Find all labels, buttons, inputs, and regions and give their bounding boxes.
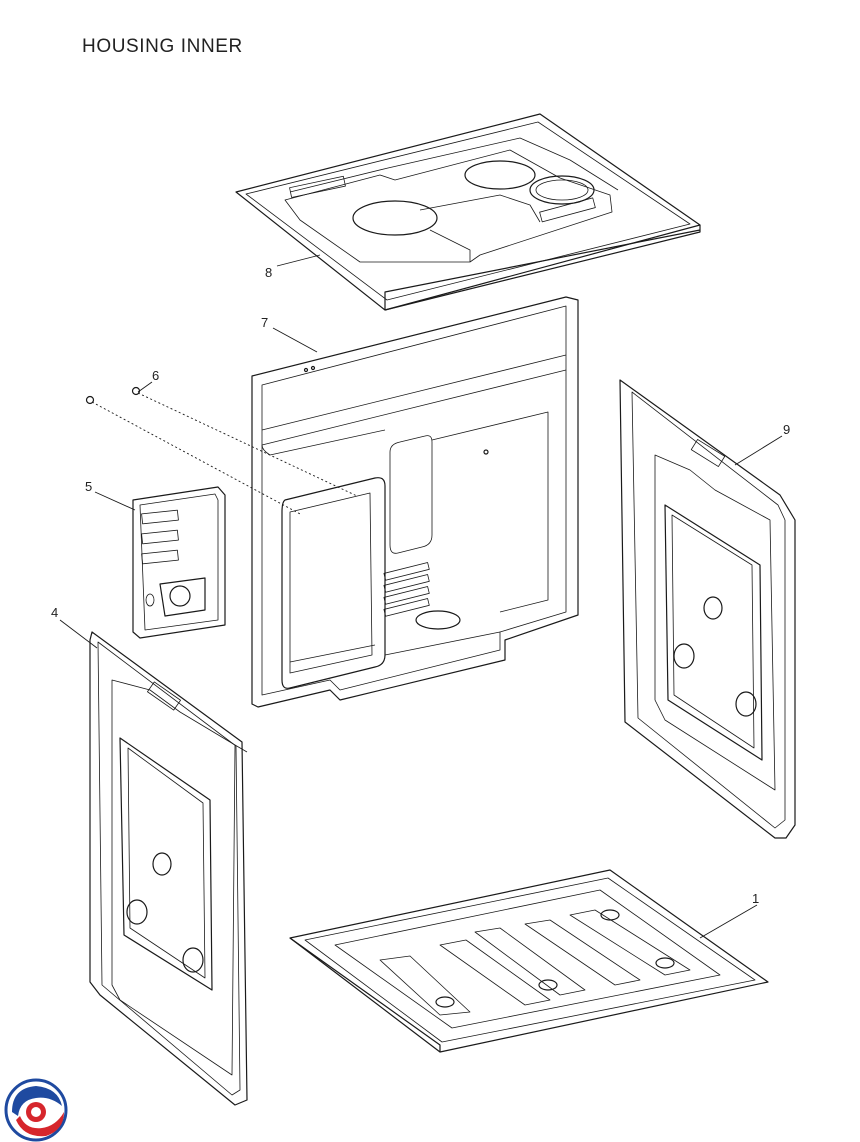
part-1-bottom-panel [289,869,769,1053]
callout-7: 7 [261,315,268,330]
brand-logo-icon [4,1078,68,1142]
callout-4: 4 [51,605,58,620]
callout-6: 6 [152,368,159,383]
part-7-back-panel [251,296,579,708]
callout-8: 8 [265,265,272,280]
page-title: HOUSING INNER [82,36,243,57]
callout-5: 5 [85,479,92,494]
part-9-right-side-panel [619,379,796,839]
part-8-top-panel [235,113,701,311]
part-5-bracket-panel [132,486,226,639]
callout-1: 1 [752,891,759,906]
callout-9: 9 [783,422,790,437]
part-6-screws [85,386,141,405]
part-4-left-side-panel [89,631,248,1106]
